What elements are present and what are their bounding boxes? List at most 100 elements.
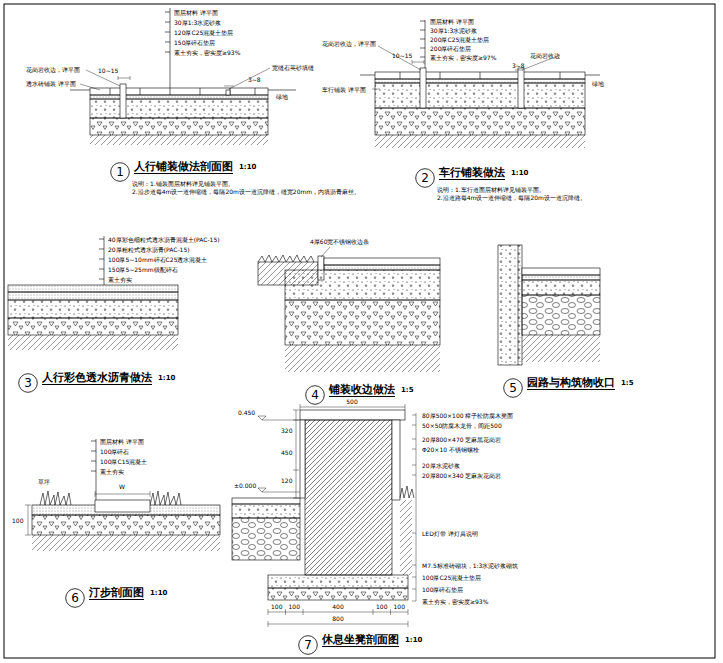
annotation-label: 2.沿道路每4m设一道伸缩缝，每隔20m设一道沉降缝。 xyxy=(437,194,586,201)
annotation-label: LED灯带 详灯具说明 xyxy=(422,530,478,537)
annotation-label: 绿地 xyxy=(592,80,604,87)
annotation-label: 150厚碎石垫层 xyxy=(174,39,215,46)
annotation-label: 宽缝石英砂填缝 xyxy=(272,64,314,71)
annotation-label: 100 xyxy=(271,603,282,610)
annotation-label: 100厚碎石垫层 xyxy=(422,586,463,593)
annotation-label: 素土夯实 xyxy=(108,276,132,283)
section-4-part xyxy=(285,270,440,300)
section-7-part xyxy=(293,404,405,498)
annotation-label: 50×50防腐木龙骨，间距500 xyxy=(422,422,502,429)
detail-callout: 2车行铺装做法1:10 xyxy=(415,168,435,188)
annotation-label: 10~15 xyxy=(98,67,118,74)
annotation-label: 320 xyxy=(281,427,292,434)
section-1-part xyxy=(226,90,230,95)
annotation-label: 3~8 xyxy=(512,62,525,69)
section-7-part xyxy=(258,416,300,492)
scale-text: 1:10 xyxy=(239,163,256,172)
section-7-part xyxy=(232,504,300,518)
section-1-part xyxy=(90,99,268,118)
scale-text: 1:10 xyxy=(158,374,175,383)
section-2 xyxy=(360,20,600,148)
annotation-label: 100厚C25混凝土垫层 xyxy=(422,574,481,581)
callout-circle-outline xyxy=(111,163,130,182)
section-4-part xyxy=(324,258,440,265)
annotation-label: 素土夯实，密实度≥97% xyxy=(430,54,496,61)
section-3-part xyxy=(99,236,104,285)
annotation-label: 500 xyxy=(346,398,357,405)
annotation-label: ±0.000 xyxy=(234,482,256,489)
callout-number: 4 xyxy=(305,385,325,405)
section-6-part xyxy=(95,500,150,512)
section-7 xyxy=(232,404,416,627)
sheet-frame xyxy=(4,4,715,658)
callout-number: 5 xyxy=(503,378,523,398)
annotation-label: Φ20×10 不锈钢螺栓 xyxy=(422,446,479,453)
section-4-part xyxy=(285,300,440,345)
annotation-label: 10~15 xyxy=(392,52,412,59)
annotation-label: 40厚彩色细粒式透水沥青混凝土(PAC-15) xyxy=(108,236,220,243)
callout-number: 7 xyxy=(298,635,318,655)
section-7-part xyxy=(268,575,408,588)
annotation-label: 2.沿步道每4m设一道伸缩缝，每隔20m设一道沉降缝，缝宽20mm，内填沥青麻丝… xyxy=(132,188,360,195)
annotation-label: 透水砖铺装 详平面 xyxy=(26,80,76,87)
annotation-label: 20厚水泥砂浆 xyxy=(422,462,460,469)
annotation-label: 花岗岩收边，详平面 xyxy=(26,66,80,73)
section-1 xyxy=(70,8,296,145)
annotation-label: 3~8 xyxy=(248,76,261,83)
section-1-part xyxy=(90,135,268,145)
section-3-part xyxy=(8,318,178,335)
scale-text: 1:10 xyxy=(150,589,167,598)
detail-title: 园路与构筑物收口 xyxy=(527,376,615,390)
annotation-label: 120厚C25混凝土垫层 xyxy=(174,29,233,36)
annotation-label: 素土夯实，密实度≥93% xyxy=(174,49,240,56)
section-4-part xyxy=(324,265,440,270)
detail-title: 车行铺装做法 xyxy=(439,166,505,180)
section-4-part xyxy=(285,345,440,372)
section-7-part xyxy=(232,498,300,504)
annotation-label: 100 xyxy=(12,517,23,524)
callout-number: 6 xyxy=(65,588,85,608)
section-7-part xyxy=(400,486,414,498)
section-1-part xyxy=(110,88,255,95)
section-2-part xyxy=(375,135,585,148)
section-7-part xyxy=(412,413,416,601)
annotation-label: 面层材料 详平面 xyxy=(430,18,474,25)
section-7-part xyxy=(305,420,392,575)
section-5-part xyxy=(498,245,522,365)
section-2-part xyxy=(375,72,585,79)
section-1-part xyxy=(120,84,126,118)
annotation-label: 30厚1:3水泥砂浆 xyxy=(430,27,477,34)
detail-callout: 3人行彩色透水沥青做法1:10 xyxy=(18,373,38,393)
section-3-part xyxy=(8,335,178,350)
scale-text: 1:10 xyxy=(405,636,422,645)
section-5 xyxy=(498,245,600,365)
annotation-label: 草坪 xyxy=(38,478,50,485)
detail-title: 休息坐凳剖面图 xyxy=(322,633,399,647)
annotation-label: 100 xyxy=(289,603,300,610)
annotation-label: 100厚5~10mm碎石C25透水混凝土 xyxy=(108,256,207,263)
annotation-label: 素土夯实，密实度≥93% xyxy=(422,598,488,605)
annotation-label: 100厚碎石 xyxy=(100,448,129,455)
section-2-part xyxy=(372,46,560,89)
detail-callout: 5园路与构筑物收口1:5 xyxy=(503,378,523,398)
scale-text: 1:5 xyxy=(401,386,414,395)
section-1-part xyxy=(90,95,268,99)
scale-text: 1:10 xyxy=(511,169,528,178)
annotation-label: 20厚800×340 芝麻灰花岗岩 xyxy=(422,472,501,479)
section-7-part xyxy=(300,420,305,498)
annotation-label: 绿地 xyxy=(276,93,288,100)
annotation-label: M7.5标准砖砌块，1:3水泥砂浆砌筑 xyxy=(422,562,518,569)
section-5-part xyxy=(522,268,600,275)
section-6-part xyxy=(32,535,220,551)
annotation-label: 100厚C15混凝土 xyxy=(100,458,147,465)
annotation-label: W xyxy=(119,483,125,490)
section-3 xyxy=(8,236,178,350)
detail-title: 汀步剖面图 xyxy=(89,586,144,600)
annotation-label: 400 xyxy=(332,603,343,610)
section-6-part xyxy=(32,515,220,535)
section-6-part xyxy=(25,491,150,535)
annotation-label: 450 xyxy=(281,449,292,456)
detail-callout: 4铺装收边做法1:5 xyxy=(305,385,325,405)
detail-title: 铺装收边做法 xyxy=(329,383,395,397)
